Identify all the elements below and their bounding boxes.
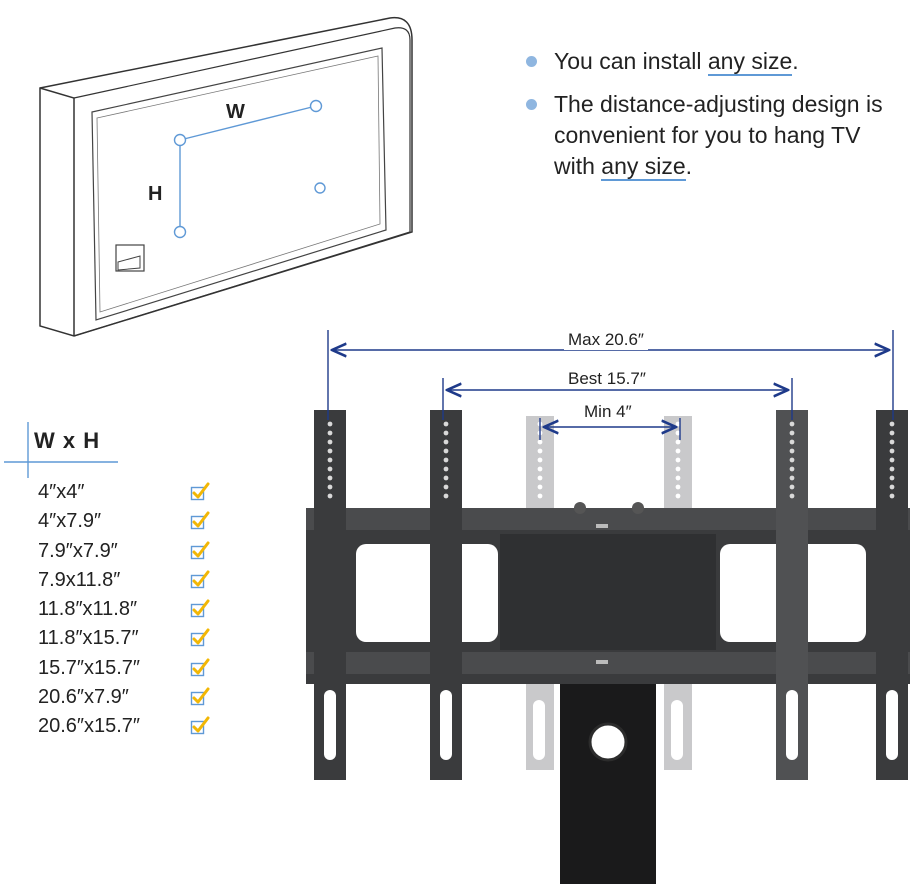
vertical-arms	[314, 410, 908, 780]
stand-pole	[560, 672, 656, 884]
size-row: 15.7″x15.7″	[38, 654, 228, 683]
feature-list: You can install any size. The distance-a…	[520, 46, 900, 194]
max-label: Max 20.6″	[564, 330, 648, 350]
size-value: 7.9″x7.9″	[38, 539, 118, 562]
checkbox-checked-icon	[190, 599, 210, 618]
checkbox-checked-icon	[190, 482, 210, 501]
feature-text-end: .	[685, 153, 693, 179]
size-row: 7.9″x7.9″	[38, 537, 228, 566]
checkbox-checked-icon	[190, 570, 210, 589]
best-label: Best 15.7″	[564, 369, 650, 389]
size-table-header: W x H	[34, 428, 101, 453]
feature-highlight: any size	[707, 48, 793, 74]
width-label: W	[226, 101, 245, 123]
feature-item: You can install any size.	[520, 46, 900, 77]
feature-text: You can install	[554, 48, 708, 74]
feature-text-end: .	[792, 48, 799, 74]
size-row: 20.6″x15.7″	[38, 712, 228, 741]
checkbox-checked-icon	[190, 716, 210, 735]
size-value: 15.7″x15.7″	[38, 656, 141, 679]
size-list: 4″x4″ 4″x7.9″ 7.9″x7.9″ 7.9x11.8″ 11.8″x11.8…	[38, 478, 228, 742]
height-label: H	[148, 183, 162, 205]
feature-item: The distance-adjusting design is conveni…	[520, 89, 900, 182]
feature-highlight: any size	[601, 153, 686, 179]
bracket-frame	[306, 502, 910, 684]
size-value: 20.6″x15.7″	[38, 715, 141, 738]
size-value: 4″x4″	[38, 481, 85, 503]
size-row: 7.9x11.8″	[38, 566, 228, 595]
checkbox-checked-icon	[190, 628, 210, 647]
feature-text: The distance-adjusting design is conveni…	[554, 91, 883, 179]
mount-hole-icon	[173, 133, 187, 147]
checkbox-checked-icon	[190, 658, 210, 676]
size-value: 11.8″x15.7″	[38, 627, 139, 650]
cable-hole-icon	[588, 722, 628, 762]
checkbox-checked-icon	[190, 541, 210, 559]
size-value: 7.9x11.8″	[38, 568, 121, 591]
size-row: 20.6″x7.9″	[38, 683, 228, 712]
dot-icon	[526, 99, 537, 110]
min-label: Min 4″	[580, 402, 636, 422]
size-value: 20.6″x7.9″	[38, 686, 129, 709]
mount-hole-icon	[309, 99, 323, 113]
size-row: 4″x4″	[38, 478, 228, 507]
mount-hole-icon	[314, 182, 326, 194]
size-row: 11.8″x15.7″	[38, 624, 228, 653]
size-row: 11.8″x11.8″	[38, 595, 228, 624]
checkbox-checked-icon	[190, 687, 210, 706]
dot-icon	[526, 56, 537, 67]
mount-hole-icon	[173, 225, 187, 239]
checkbox-checked-icon	[190, 511, 210, 530]
size-row: 4″x7.9″	[38, 507, 228, 536]
size-value: 11.8″x11.8″	[38, 598, 138, 621]
size-value: 4″x7.9″	[38, 510, 102, 533]
